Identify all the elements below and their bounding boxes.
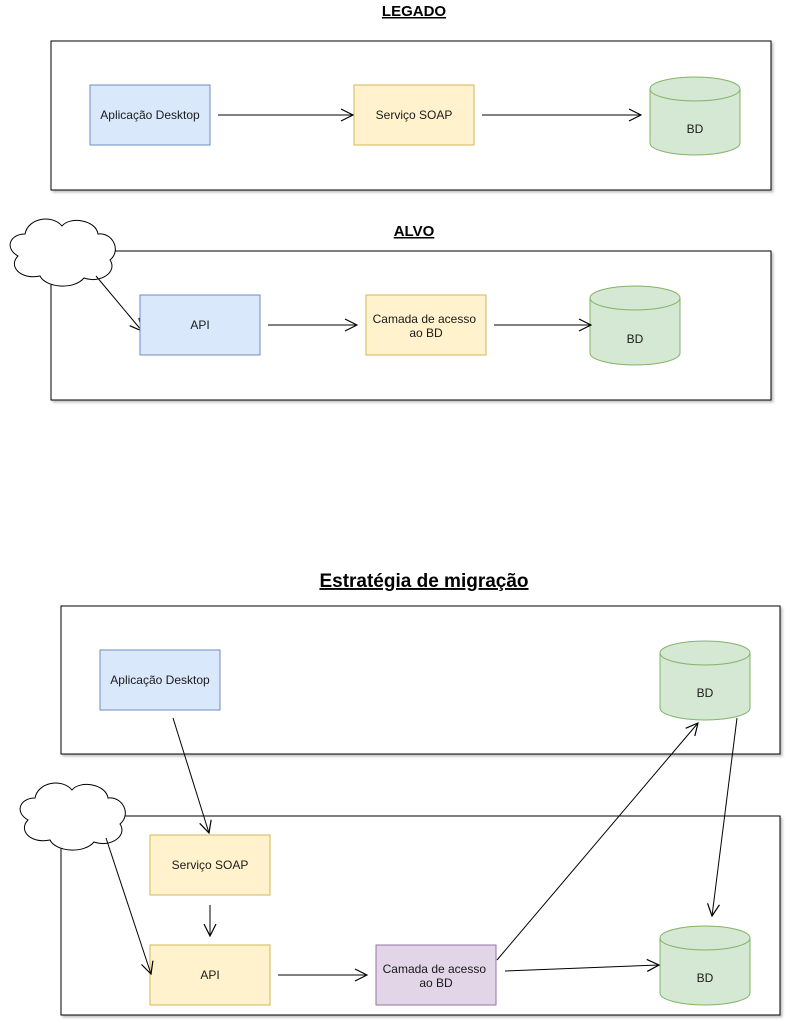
alvo-bd-cylinder[interactable] xyxy=(589,285,681,366)
mig-camada-box[interactable] xyxy=(375,944,497,1006)
arrow-mig-camada-bd-top xyxy=(496,723,698,961)
alvo-cloud-icon xyxy=(9,218,116,287)
alvo-api-box[interactable] xyxy=(139,294,261,356)
mig-bd-bottom-label: BD xyxy=(697,971,714,985)
alvo-api-label: API xyxy=(190,318,209,332)
arrow-mig-desktop-soap xyxy=(172,717,209,833)
mig-camada-line1: Camada de acesso xyxy=(383,962,487,976)
mig-api-box[interactable] xyxy=(149,944,271,1006)
legado-soap-label: Serviço SOAP xyxy=(376,108,453,122)
migracao-cloud-icon xyxy=(19,782,126,851)
section-title-migracao: Estratégia de migração xyxy=(319,571,528,592)
mig-api-label: API xyxy=(200,968,219,982)
mig-bd-top-cylinder[interactable] xyxy=(659,640,751,721)
mig-bd-bottom-cylinder[interactable] xyxy=(659,925,751,1006)
alvo-camada-box[interactable] xyxy=(365,294,487,356)
legado-desktop-box[interactable] xyxy=(89,84,211,146)
legado-bd-cylinder[interactable] xyxy=(649,76,741,156)
arrow-mig-camada-bd-bottom xyxy=(504,965,659,971)
mig-soap-label: Serviço SOAP xyxy=(172,858,249,872)
arrow-mig-bd-top-bd-bottom xyxy=(712,717,738,916)
alvo-camada-line1: Camada de acesso xyxy=(373,312,477,326)
mig-bd-top-label: BD xyxy=(697,686,714,700)
mig-camada-label: Camada de acesso ao BD xyxy=(383,962,490,990)
section-title-alvo: ALVO xyxy=(394,223,435,240)
mig-camada-line2: ao BD xyxy=(419,976,453,990)
alvo-camada-label: Camada de acesso ao BD xyxy=(373,312,480,340)
mig-desktop-label: Aplicação Desktop xyxy=(110,673,210,687)
legado-desktop-label: Aplicação Desktop xyxy=(100,108,200,122)
legado-bd-label: BD xyxy=(687,122,704,136)
section-title-legado: LEGADO xyxy=(382,3,447,20)
alvo-bd-label: BD xyxy=(627,332,644,346)
mig-soap-box[interactable] xyxy=(149,834,271,896)
arrow-alvo-cloud-api xyxy=(95,275,142,331)
mig-desktop-box[interactable] xyxy=(99,649,221,711)
legado-soap-box[interactable] xyxy=(353,84,475,146)
arrow-mig-cloud-api xyxy=(105,837,151,974)
alvo-camada-line2: ao BD xyxy=(409,326,443,340)
